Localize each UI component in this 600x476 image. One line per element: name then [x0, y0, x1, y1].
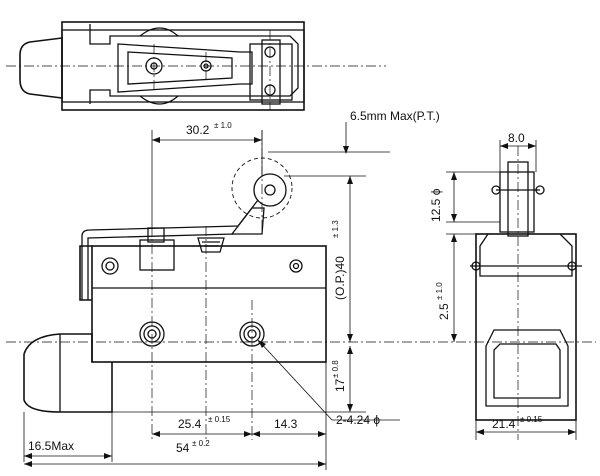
- label-8-0: 8.0: [508, 131, 525, 145]
- label-16-5: 16.5Max: [28, 439, 74, 453]
- label-54: 54: [176, 441, 190, 455]
- side-view: [470, 146, 582, 440]
- label-54-tol: ± 0.2: [192, 439, 210, 448]
- label-12-5: 12.5 ϕ: [429, 188, 443, 222]
- label-2-5: 2.5: [437, 303, 451, 320]
- label-30-2: 30.2: [186, 123, 210, 137]
- front-view: [6, 130, 596, 440]
- dimension-lines: [23, 122, 577, 470]
- label-25-4: 25.4: [178, 417, 202, 431]
- label-21-4: 21.4: [492, 417, 516, 431]
- label-17-tol: ± 0.8: [331, 360, 340, 378]
- label-pt: 6.5mm Max(P.T.): [350, 109, 440, 123]
- dimension-labels: 6.5mm Max(P.T.) 30.2 ± 1.0 8.0 12.5 ϕ (O…: [28, 109, 543, 455]
- label-30-2-tol: ± 1.0: [214, 121, 232, 130]
- label-op-40: (O.P.)40: [333, 256, 347, 300]
- label-17: 17: [333, 378, 347, 392]
- label-op-40-tol: ± 1.3: [331, 220, 340, 238]
- label-14-3: 14.3: [274, 417, 298, 431]
- label-25-4-tol: ± 0.15: [208, 415, 231, 424]
- top-view: [6, 21, 386, 111]
- label-2-5-tol: ± 1.0: [435, 282, 444, 300]
- label-21-4-tol: ± 0.15: [520, 415, 543, 424]
- label-holes: 2-4.24 ϕ: [336, 413, 380, 427]
